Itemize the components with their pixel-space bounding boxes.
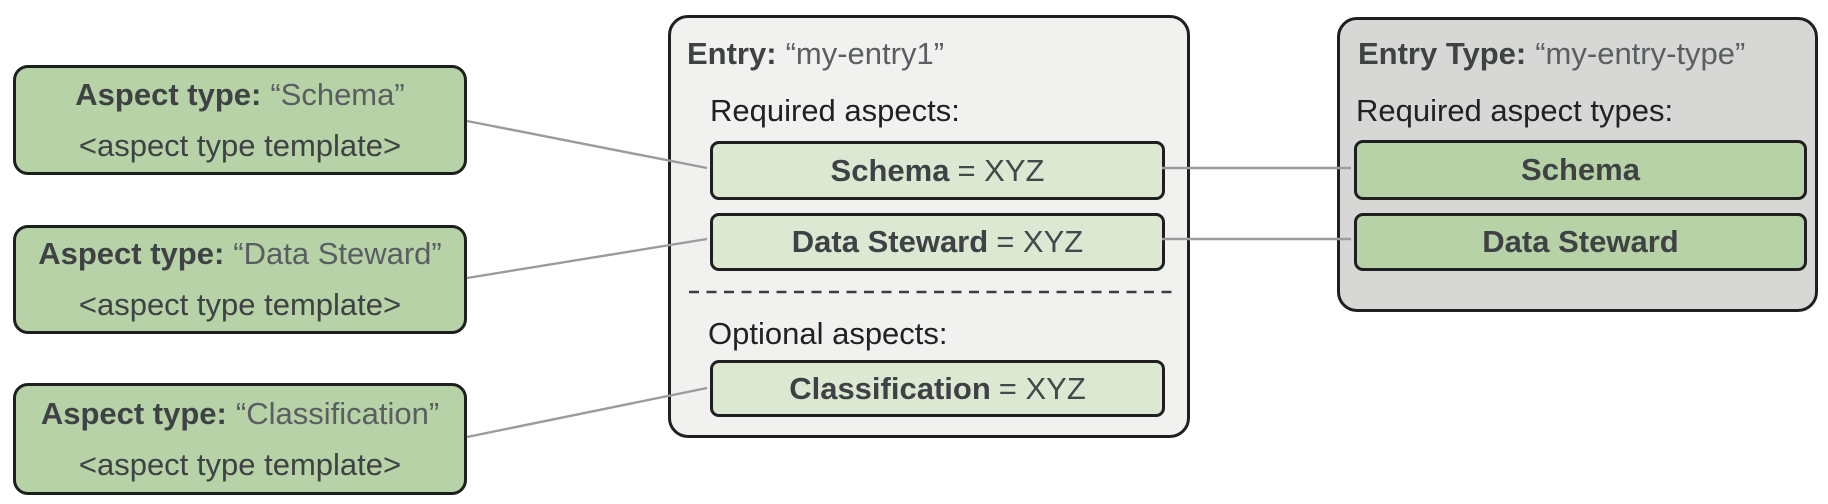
entry-type-aspect-schema: Schema	[1354, 140, 1807, 200]
entry-type-name: “my-entry-type”	[1535, 36, 1746, 71]
aspect-type-title: Aspect type:“Classification”	[41, 394, 439, 434]
aspect-type-name: “Data Steward”	[233, 236, 442, 271]
aspect-type-template: <aspect type template>	[78, 446, 402, 482]
entry-aspect-schema: Schema= XYZ	[710, 141, 1165, 200]
entry-type-aspect-data-steward: Data Steward	[1354, 213, 1807, 271]
aspect-value: = XYZ	[998, 370, 1086, 406]
entry-box: Entry:“my-entry1” Required aspects: Sche…	[668, 15, 1190, 438]
aspect-type-box-schema: Aspect type:“Schema” <aspect type templa…	[13, 65, 467, 175]
aspect-name: Schema	[830, 152, 950, 188]
entry-type-title: Entry Type:“my-entry-type”	[1358, 34, 1745, 74]
aspect-type-name: “Schema”	[270, 76, 405, 112]
entry-type-label: Entry Type:	[1358, 36, 1527, 71]
aspect-type-name: “Classification”	[235, 395, 440, 431]
aspect-type-name: Schema	[1521, 152, 1640, 187]
aspect-type-name: Data Steward	[1482, 224, 1679, 259]
aspect-type-label: Aspect type:	[75, 76, 262, 112]
entry-label: Entry:	[687, 36, 777, 71]
aspect-type-box-data-steward: Aspect type:“Data Steward” <aspect type …	[13, 225, 467, 334]
optional-aspects-heading: Optional aspects:	[708, 316, 948, 351]
required-aspect-types-heading: Required aspect types:	[1356, 93, 1674, 128]
entry-name: “my-entry1”	[785, 36, 945, 71]
aspect-name: Data Steward	[791, 224, 989, 259]
aspect-type-label: Aspect type:	[38, 236, 225, 271]
aspect-type-template: <aspect type template>	[78, 287, 402, 322]
aspect-type-box-classification: Aspect type:“Classification” <aspect typ…	[13, 383, 467, 495]
aspect-type-title: Aspect type:“Data Steward”	[38, 234, 442, 274]
required-aspects-heading: Required aspects:	[710, 93, 960, 128]
entry-title: Entry:“my-entry1”	[687, 34, 944, 74]
aspect-value: = XYZ	[996, 224, 1084, 259]
entry-aspect-data-steward: Data Steward= XYZ	[710, 213, 1165, 271]
entry-aspect-classification: Classification= XYZ	[710, 360, 1165, 417]
required-optional-divider	[689, 290, 1177, 294]
aspect-value: = XYZ	[957, 152, 1045, 188]
aspect-type-label: Aspect type:	[40, 395, 227, 431]
aspect-name: Classification	[789, 370, 991, 406]
aspect-type-template: <aspect type template>	[78, 127, 402, 163]
aspect-type-title: Aspect type:“Schema”	[75, 75, 404, 115]
entry-type-box: Entry Type:“my-entry-type” Required aspe…	[1337, 17, 1818, 312]
